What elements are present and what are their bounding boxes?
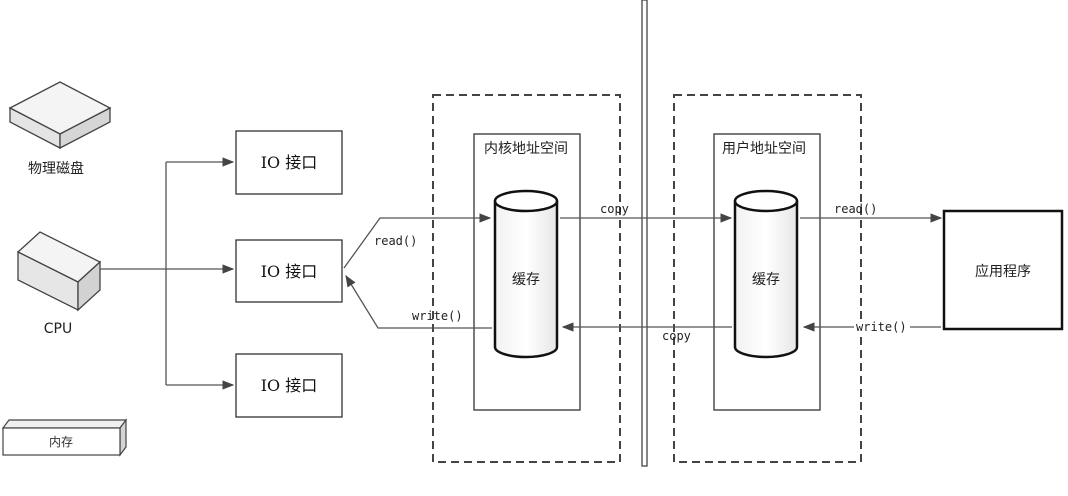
copy-to-user-label: copy — [600, 202, 629, 216]
kernel-space-title: 内核地址空间 — [484, 141, 568, 157]
memory-label: 内存 — [49, 435, 73, 449]
kernel-cache-cylinder — [493, 189, 559, 359]
disk-icon — [8, 81, 112, 150]
write-app-label-bg — [854, 319, 910, 334]
space-divider — [641, 0, 648, 467]
io-interface-1: IO 接口 — [235, 130, 343, 195]
write-app-label: write() — [856, 320, 907, 334]
read-app-label: read() — [834, 202, 877, 216]
kernel-dashed-region — [432, 94, 621, 463]
application-label: 应用程序 — [975, 263, 1031, 280]
user-cache-cylinder — [733, 189, 799, 359]
write-kernel-arrow — [345, 275, 492, 329]
read-kernel-label: read() — [374, 234, 417, 248]
application-box — [942, 209, 1064, 331]
io-interface-3: IO 接口 — [235, 353, 343, 418]
user-dashed-region — [673, 94, 862, 463]
copy-to-kernel-label: copy — [662, 329, 691, 343]
user-space-title: 用户地址空间 — [722, 140, 806, 157]
io-interface-label: IO 接口 — [261, 153, 318, 172]
io-interface-label: IO 接口 — [261, 376, 318, 395]
kernel-cache-label: 缓存 — [512, 272, 540, 288]
disk-label: 物理磁盘 — [28, 160, 84, 177]
memory-icon — [1, 418, 128, 457]
write-kernel-label: write() — [412, 309, 463, 323]
read-kernel-arrow — [343, 213, 492, 269]
io-interface-2: IO 接口 — [235, 239, 343, 303]
cpu-label: CPU — [44, 321, 72, 337]
io-interface-label: IO 接口 — [261, 262, 318, 281]
user-cache-label: 缓存 — [752, 272, 780, 288]
cpu-io-connectors — [100, 157, 235, 390]
cpu-icon — [16, 231, 102, 312]
